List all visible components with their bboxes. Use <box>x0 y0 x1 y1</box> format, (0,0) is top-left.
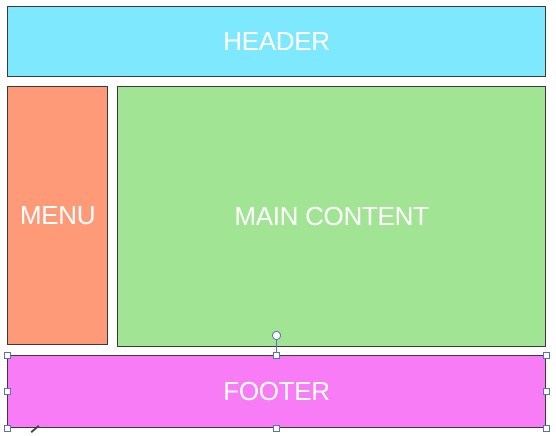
rotation-handle[interactable] <box>272 331 281 340</box>
resize-handle-bottom[interactable] <box>273 425 280 432</box>
resize-handle-top-left[interactable] <box>4 352 11 359</box>
resize-handle-bottom-left[interactable] <box>4 425 11 432</box>
resize-handle-top[interactable] <box>273 352 280 359</box>
rotation-handle-stem <box>276 340 277 353</box>
header-label: HEADER <box>223 26 330 56</box>
footer-box[interactable]: FOOTER <box>7 355 546 428</box>
main-content-box[interactable]: MAIN CONTENT <box>117 86 546 347</box>
menu-label: MENU <box>19 200 96 230</box>
resize-handle-bottom-right[interactable] <box>543 425 550 432</box>
resize-handle-left[interactable] <box>4 388 11 395</box>
resize-handle-top-right[interactable] <box>543 352 550 359</box>
main-content-label: MAIN CONTENT <box>234 201 429 231</box>
footer-label: FOOTER <box>223 376 330 406</box>
resize-handle-right[interactable] <box>543 388 550 395</box>
header-box[interactable]: HEADER <box>7 6 546 77</box>
menu-box[interactable]: MENU <box>7 86 108 345</box>
